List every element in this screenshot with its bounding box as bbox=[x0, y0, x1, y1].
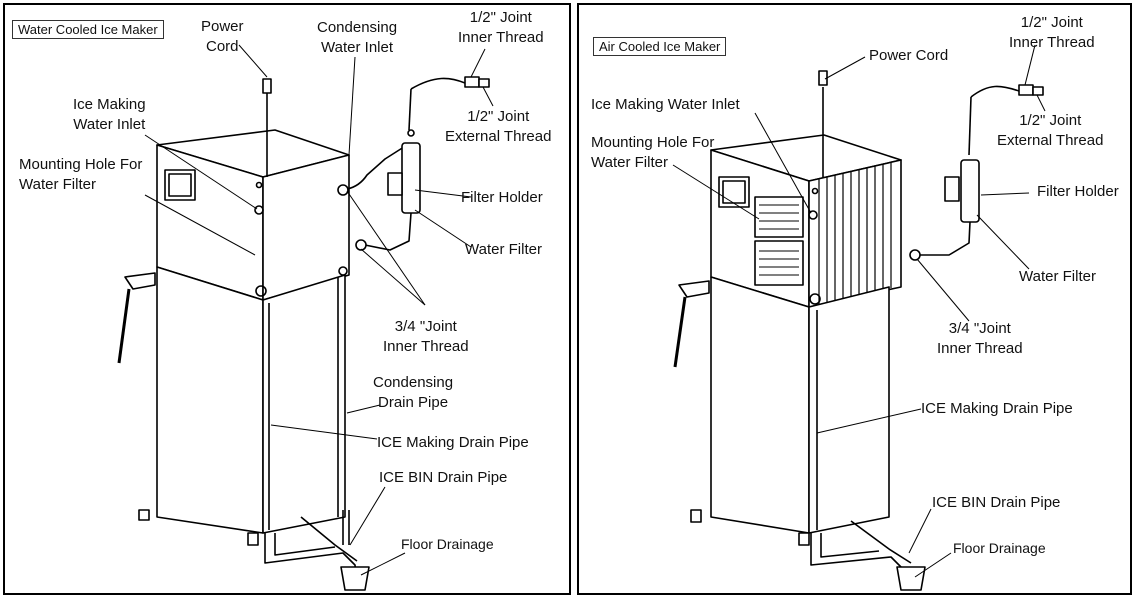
half-inch-joint-external-label: 1/2" Joint External Thread bbox=[997, 111, 1103, 151]
water-cooled-panel: Water Cooled Ice Maker Power Cord Conden… bbox=[3, 3, 571, 595]
power-cord-label: Power Cord bbox=[869, 47, 949, 64]
mounting-hole-label: Mounting Hole For Water Filter bbox=[19, 155, 142, 195]
filter-holder-label: Filter Holder bbox=[461, 189, 543, 206]
condensing-drain-line-2: Drain Pipe bbox=[378, 394, 449, 411]
air-cooled-ice-maker-drawing bbox=[672, 44, 1046, 591]
panel-title: Water Cooled Ice Maker bbox=[12, 20, 164, 39]
three-quarter-joint-line-2: Inner Thread bbox=[937, 340, 1023, 357]
three-quarter-joint-line-1: 3/4 "Joint bbox=[948, 320, 1011, 337]
air-cooled-panel: Air Cooled Ice Maker Power Cord 1/2" Joi… bbox=[577, 3, 1132, 595]
power-cord-label: Power Cord bbox=[201, 17, 244, 57]
joint-external-line-1: 1/2" Joint bbox=[1019, 112, 1082, 129]
filter-holder-label: Filter Holder bbox=[1037, 183, 1119, 200]
joint-inner-line-2: Inner Thread bbox=[1009, 34, 1095, 51]
power-cord-line-2: Cord bbox=[206, 38, 239, 55]
ice-making-drain-pipe-label: ICE Making Drain Pipe bbox=[921, 400, 1073, 417]
joint-external-line-1: 1/2" Joint bbox=[467, 108, 530, 125]
three-quarter-joint-line-2: Inner Thread bbox=[383, 338, 469, 355]
joint-external-line-2: External Thread bbox=[445, 128, 552, 145]
condensing-inlet-line-1: Condensing bbox=[317, 19, 398, 36]
joint-external-line-2: External Thread bbox=[997, 132, 1104, 149]
three-quarter-joint-label: 3/4 "Joint Inner Thread bbox=[383, 317, 469, 357]
condensing-drain-pipe-label: Condensing Drain Pipe bbox=[373, 373, 453, 413]
joint-inner-line-1: 1/2" Joint bbox=[1020, 14, 1083, 31]
water-cooled-ice-maker-drawing bbox=[117, 44, 494, 591]
condensing-inlet-line-2: Water Inlet bbox=[321, 39, 394, 56]
ice-making-drain-pipe-label: ICE Making Drain Pipe bbox=[377, 434, 529, 451]
ice-bin-drain-pipe-label: ICE BIN Drain Pipe bbox=[379, 469, 508, 486]
mounting-hole-line-1: Mounting Hole For bbox=[19, 156, 143, 173]
mounting-hole-label: Mounting Hole For Water Filter bbox=[591, 133, 714, 173]
floor-drainage-label: Floor Drainage bbox=[401, 536, 494, 552]
power-cord-line-1: Power bbox=[201, 18, 244, 35]
mounting-hole-line-1: Mounting Hole For bbox=[591, 134, 715, 151]
water-filter-label: Water Filter bbox=[465, 241, 542, 258]
ice-bin-drain-pipe-label: ICE BIN Drain Pipe bbox=[932, 494, 1061, 511]
mounting-hole-line-2: Water Filter bbox=[19, 176, 96, 193]
three-quarter-joint-line-1: 3/4 "Joint bbox=[394, 318, 457, 335]
mounting-hole-line-2: Water Filter bbox=[591, 154, 668, 171]
ice-inlet-line-2: Water Inlet bbox=[73, 116, 146, 133]
panel-title: Air Cooled Ice Maker bbox=[593, 37, 727, 56]
half-inch-joint-inner-label: 1/2" Joint Inner Thread bbox=[458, 8, 544, 48]
ice-making-water-inlet-label: Ice Making Water Inlet bbox=[591, 96, 740, 113]
ice-making-water-inlet-label: Ice Making Water Inlet bbox=[73, 95, 146, 135]
joint-inner-line-1: 1/2" Joint bbox=[469, 9, 532, 26]
floor-drainage-label: Floor Drainage bbox=[953, 540, 1046, 556]
condensing-water-inlet-label: Condensing Water Inlet bbox=[317, 18, 397, 58]
ice-inlet-line-1: Ice Making bbox=[73, 96, 146, 113]
water-filter-label: Water Filter bbox=[1019, 268, 1096, 285]
joint-inner-line-2: Inner Thread bbox=[458, 29, 544, 46]
three-quarter-joint-label: 3/4 "Joint Inner Thread bbox=[937, 319, 1023, 359]
half-inch-joint-external-label: 1/2" Joint External Thread bbox=[445, 107, 551, 147]
half-inch-joint-inner-label: 1/2" Joint Inner Thread bbox=[1009, 13, 1095, 53]
condensing-drain-line-1: Condensing bbox=[373, 374, 454, 391]
